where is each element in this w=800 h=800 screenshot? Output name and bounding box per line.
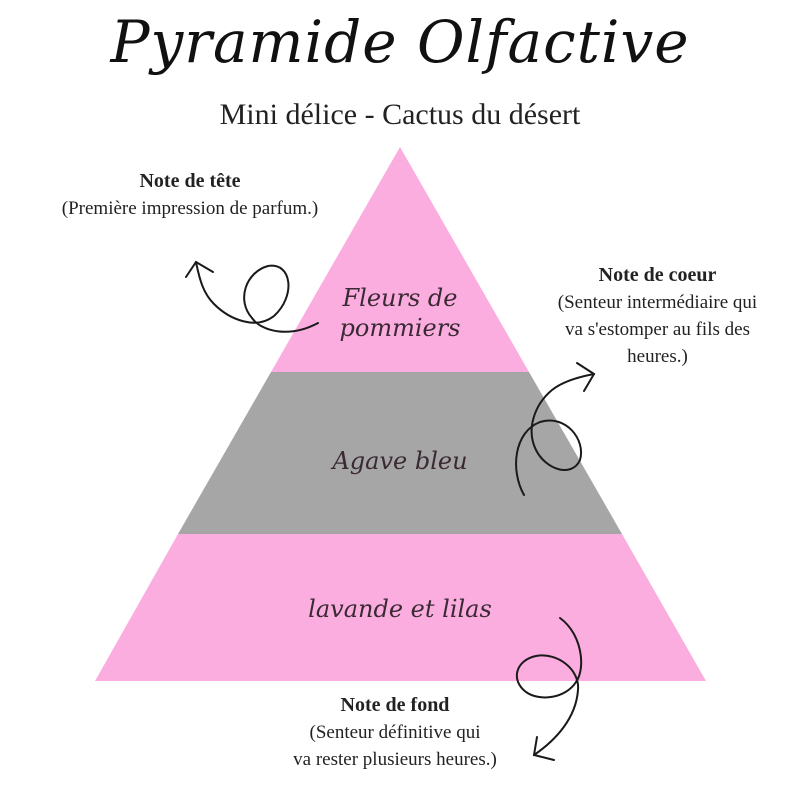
layer-middle-label: Agave bleu xyxy=(332,447,468,475)
pyramid-layer-middle xyxy=(178,372,622,534)
note-tete-description: (Première impression de parfum.) xyxy=(61,198,319,219)
note-coeur-heading: Note de coeur xyxy=(598,264,717,286)
note-fond-line1: (Senteur définitive qui xyxy=(309,722,481,743)
note-coeur-line1: (Senteur intermédiaire qui xyxy=(557,292,758,313)
arrow-coeur-icon xyxy=(515,362,596,496)
note-fond-line2: va rester plusieurs heures.) xyxy=(293,749,497,770)
note-coeur: Note de coeur (Senteur intermédiaire qui… xyxy=(520,262,795,370)
layer-top-line2: pommiers xyxy=(339,314,461,342)
page-title: Pyramide Olfactive xyxy=(110,8,690,76)
note-fond: Note de fond (Senteur définitive qui va … xyxy=(250,692,540,773)
page-subtitle: Mini délice - Cactus du désert xyxy=(219,98,581,131)
note-coeur-line3: heures.) xyxy=(627,346,688,367)
note-coeur-line2: va s'estomper au fils des xyxy=(565,319,750,340)
layer-top-label: Fleurs de pommiers xyxy=(300,283,500,343)
arrow-fond-icon xyxy=(515,617,583,761)
layer-top-line1: Fleurs de xyxy=(342,284,458,312)
layer-bottom-label: lavande et lilas xyxy=(308,595,492,623)
note-fond-heading: Note de fond xyxy=(340,694,450,716)
note-tete-heading: Note de tête xyxy=(139,170,241,192)
pyramid-layer-bottom xyxy=(95,534,706,681)
pyramid-layer-top xyxy=(271,147,529,372)
arrow-tete-icon xyxy=(185,260,319,333)
note-tete: Note de tête (Première impression de par… xyxy=(20,168,360,222)
